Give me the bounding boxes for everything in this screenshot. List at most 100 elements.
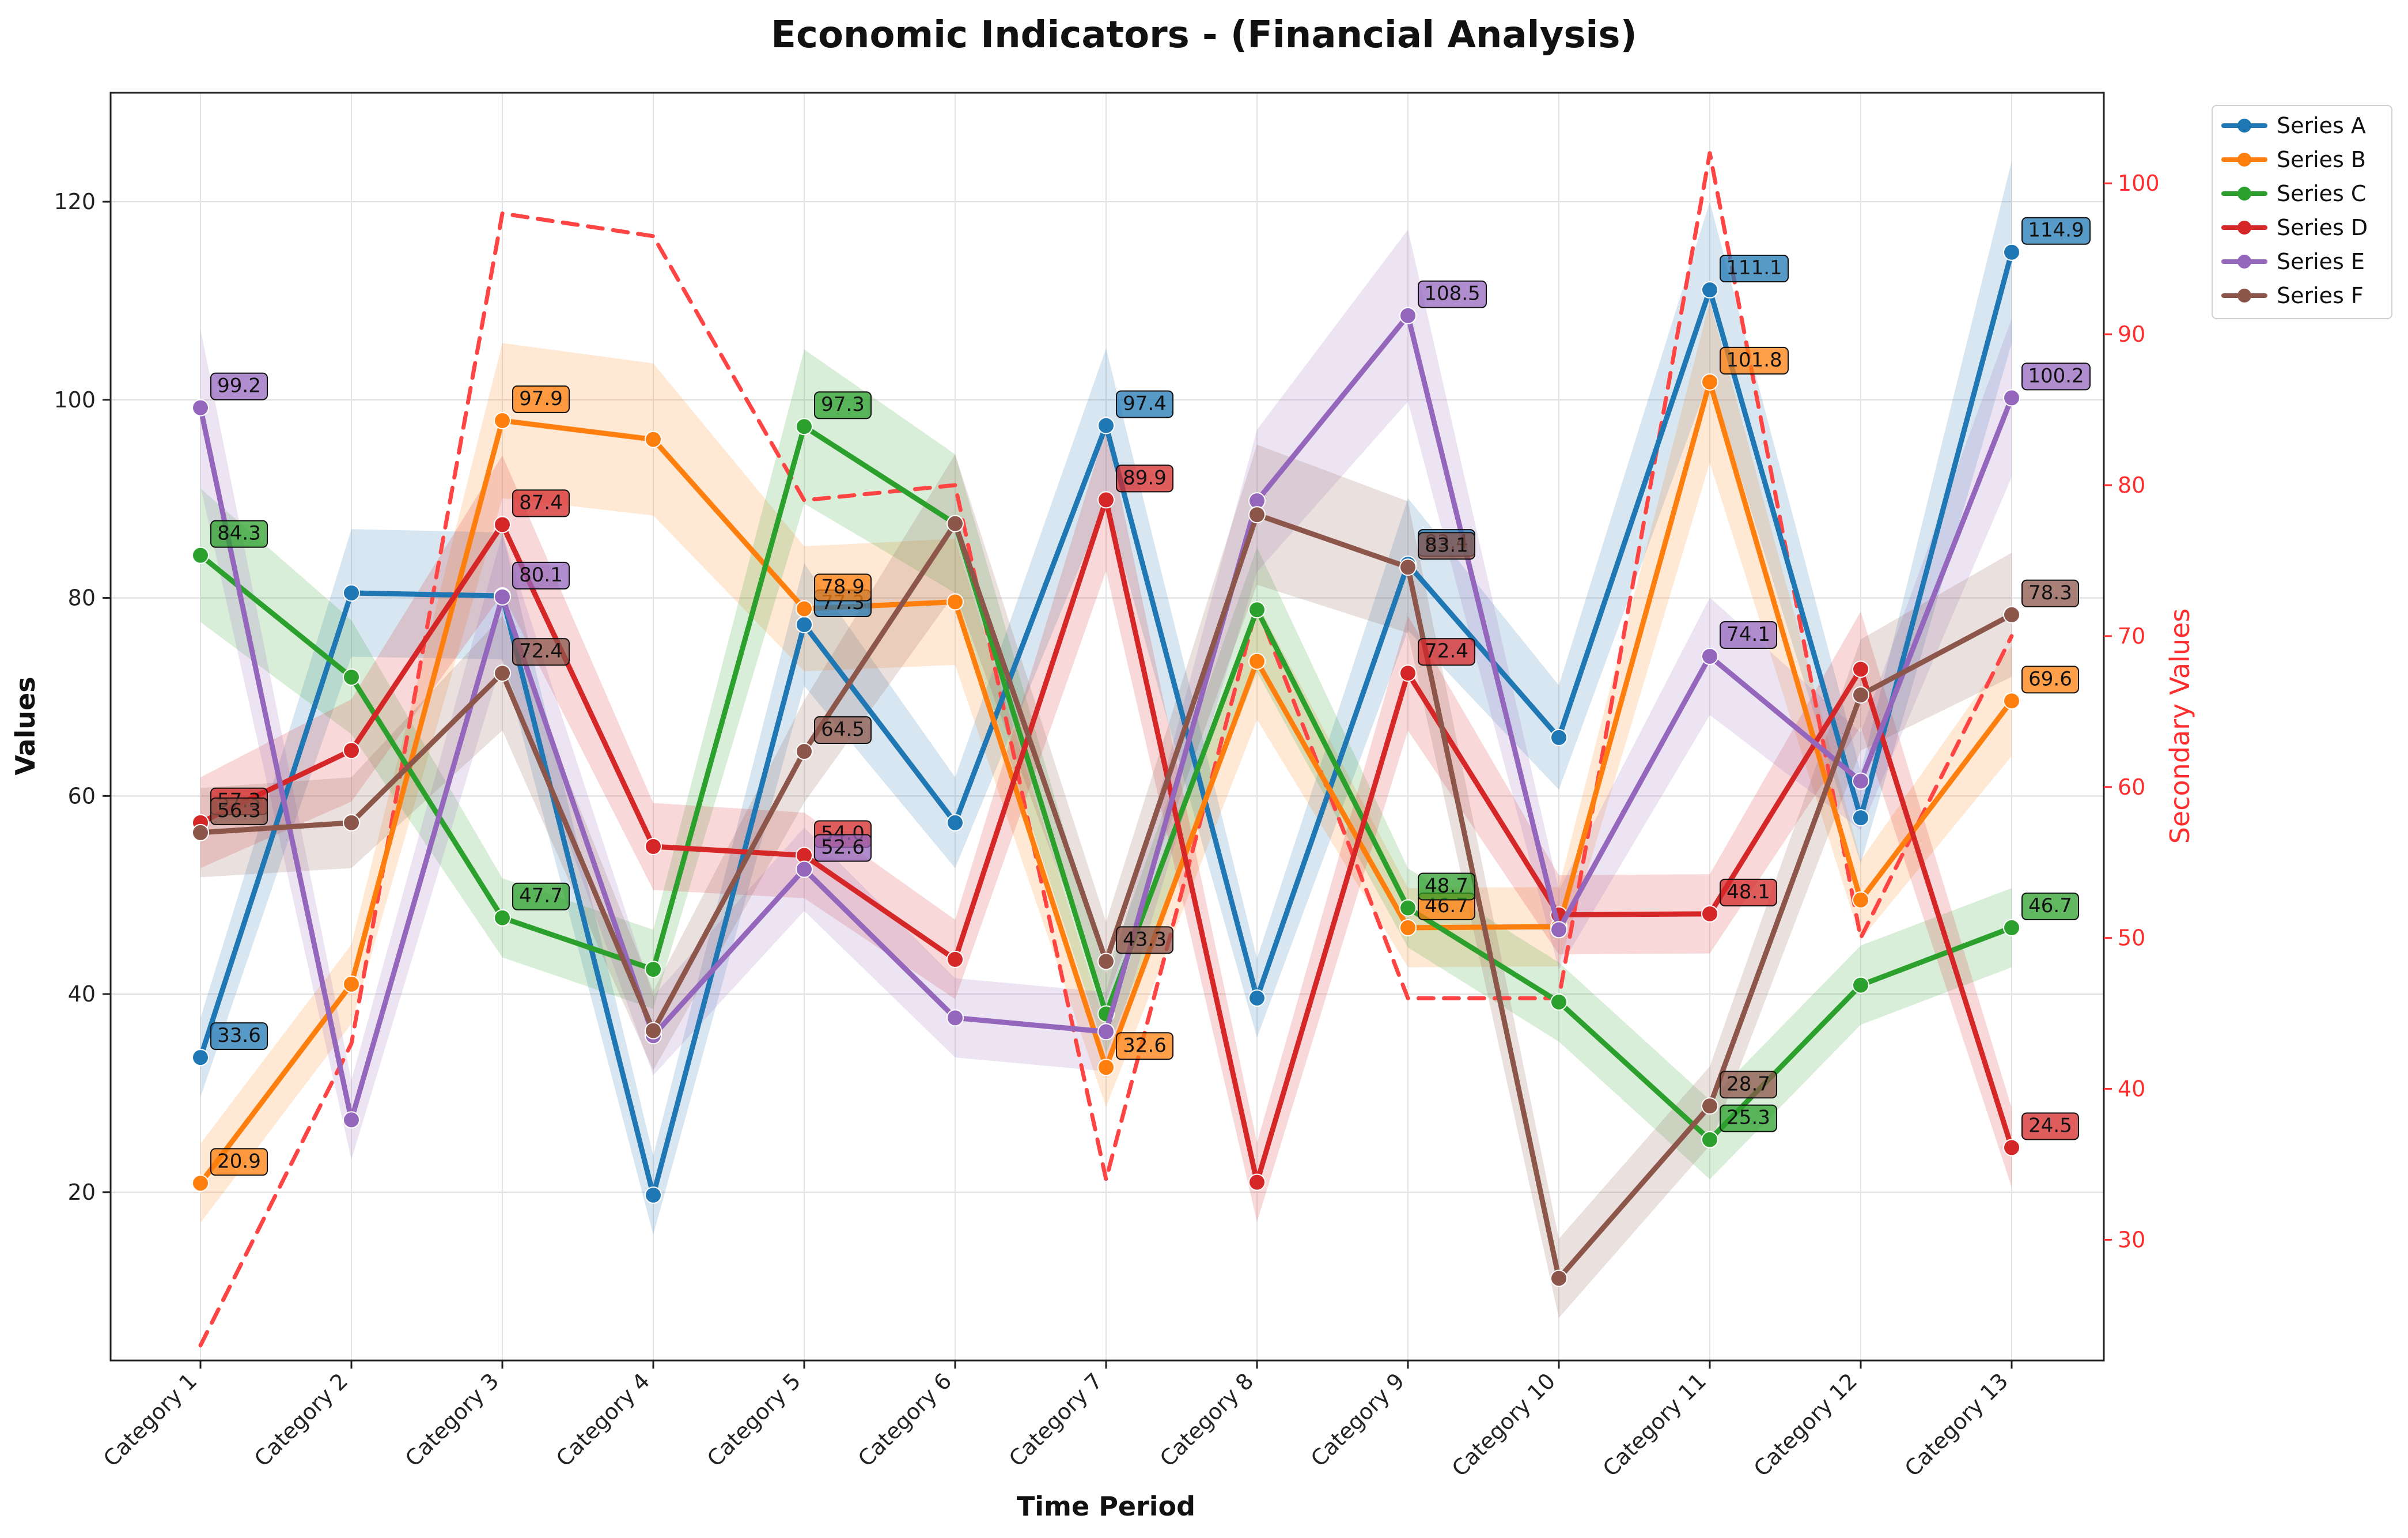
data-label-2: 20.9 bbox=[210, 1148, 268, 1176]
data-label-background bbox=[2021, 362, 2091, 391]
data-label-text: 24.5 bbox=[2028, 1114, 2072, 1137]
series-point-3 bbox=[343, 668, 360, 686]
series-band-1 bbox=[200, 161, 2012, 1235]
series-point-1 bbox=[1701, 281, 1718, 299]
legend-label-2: Series B bbox=[2277, 147, 2366, 172]
data-label-background bbox=[1116, 464, 1173, 493]
data-label-background bbox=[814, 834, 872, 862]
data-label-background bbox=[814, 716, 872, 744]
data-label-text: 108.5 bbox=[1424, 282, 1480, 305]
data-label-2: 97.9 bbox=[512, 385, 570, 413]
data-label-background bbox=[1418, 872, 1475, 901]
legend-marker-5 bbox=[2237, 255, 2251, 269]
data-label-text: 89.9 bbox=[1123, 466, 1167, 489]
series-point-5 bbox=[343, 1111, 360, 1129]
series-point-4 bbox=[1097, 491, 1115, 509]
series-point-1 bbox=[796, 615, 813, 633]
y-axis-tick-label: 100 bbox=[54, 387, 96, 413]
series-point-5 bbox=[192, 399, 209, 417]
data-label-text: 101.8 bbox=[1726, 349, 1782, 372]
series-point-3 bbox=[2003, 919, 2020, 936]
data-label-4: 87.4 bbox=[512, 489, 570, 517]
y-axis-tick-label: 120 bbox=[54, 189, 96, 214]
data-label-text: 69.6 bbox=[2028, 667, 2072, 690]
data-label-text: 74.1 bbox=[1727, 623, 1770, 646]
series-point-2 bbox=[946, 593, 964, 611]
data-label-background bbox=[1116, 1032, 1173, 1060]
series-point-3 bbox=[1550, 993, 1568, 1011]
series-point-1 bbox=[1852, 809, 1869, 827]
series-point-3 bbox=[1399, 899, 1417, 917]
data-label-text: 111.1 bbox=[1726, 256, 1782, 279]
legend-marker-4 bbox=[2237, 221, 2251, 235]
data-label-text: 33.6 bbox=[217, 1024, 261, 1047]
series-point-2 bbox=[645, 430, 662, 448]
series-point-6 bbox=[796, 742, 813, 760]
data-label-1: 97.4 bbox=[1116, 390, 1173, 418]
data-label-text: 25.3 bbox=[1727, 1106, 1770, 1129]
data-label-text: 48.7 bbox=[1425, 875, 1468, 898]
series-point-4 bbox=[343, 742, 360, 759]
series-point-1 bbox=[1097, 417, 1115, 434]
data-label-text: 72.4 bbox=[1425, 640, 1468, 663]
series-point-5 bbox=[1852, 772, 1869, 790]
data-label-text: 46.7 bbox=[2028, 894, 2072, 917]
series-point-3 bbox=[1852, 976, 1869, 994]
series-point-2 bbox=[2003, 692, 2020, 710]
data-label-5: 99.2 bbox=[210, 372, 268, 400]
series-point-6 bbox=[1550, 1269, 1568, 1287]
data-label-background bbox=[2021, 1112, 2079, 1140]
data-label-background bbox=[2021, 892, 2079, 920]
data-label-6: 43.3 bbox=[1116, 926, 1173, 954]
series-point-5 bbox=[796, 860, 813, 878]
data-label-text: 114.9 bbox=[2028, 219, 2084, 242]
series-point-2 bbox=[1852, 891, 1869, 909]
secondary-y-axis-tick-label: 70 bbox=[2118, 623, 2145, 649]
series-point-3 bbox=[494, 909, 511, 927]
data-label-5: 74.1 bbox=[1720, 621, 1777, 649]
data-label-text: 48.1 bbox=[1727, 881, 1770, 904]
series-point-1 bbox=[343, 584, 360, 602]
series-point-6 bbox=[2003, 606, 2020, 623]
data-label-1: 111.1 bbox=[1720, 255, 1789, 283]
data-label-background bbox=[210, 1148, 268, 1176]
series-point-3 bbox=[1248, 601, 1266, 619]
data-label-text: 78.3 bbox=[2028, 581, 2072, 604]
data-label-5: 108.5 bbox=[1418, 280, 1487, 308]
series-point-6 bbox=[645, 1022, 662, 1040]
data-label-background bbox=[512, 561, 570, 589]
data-label-background bbox=[814, 573, 872, 602]
data-label-background bbox=[1116, 390, 1173, 418]
data-label-2: 32.6 bbox=[1116, 1032, 1173, 1060]
data-label-background bbox=[210, 1022, 268, 1050]
data-label-background bbox=[1720, 621, 1777, 649]
secondary-layer bbox=[198, 151, 2014, 1348]
legend-label-5: Series E bbox=[2277, 249, 2365, 274]
data-label-background bbox=[1720, 1071, 1777, 1099]
series-point-6 bbox=[1399, 558, 1417, 576]
legend-marker-2 bbox=[2237, 153, 2251, 167]
chart-title: Economic Indicators - (Financial Analysi… bbox=[771, 14, 1637, 56]
series-point-1 bbox=[2003, 243, 2020, 261]
data-label-background bbox=[2021, 579, 2079, 607]
data-label-background bbox=[1418, 532, 1475, 560]
series-point-4 bbox=[645, 837, 662, 855]
data-label-2: 69.6 bbox=[2021, 666, 2079, 694]
series-point-2 bbox=[1248, 652, 1266, 670]
series-point-4 bbox=[1248, 1173, 1266, 1191]
secondary-dashed-series-line bbox=[198, 151, 2014, 1348]
data-label-3: 48.7 bbox=[1418, 872, 1475, 901]
series-point-2 bbox=[796, 600, 813, 618]
data-label-6: 56.3 bbox=[210, 797, 268, 825]
y-axis-tick-label: 60 bbox=[68, 783, 96, 808]
legend-marker-1 bbox=[2237, 119, 2251, 133]
series-point-5 bbox=[946, 1009, 964, 1027]
data-label-text: 56.3 bbox=[217, 799, 261, 822]
series-point-5 bbox=[1550, 921, 1568, 939]
data-label-5: 80.1 bbox=[512, 561, 570, 589]
data-label-text: 72.4 bbox=[519, 640, 563, 663]
legend-label-3: Series C bbox=[2277, 181, 2366, 206]
data-label-text: 97.9 bbox=[519, 387, 563, 410]
